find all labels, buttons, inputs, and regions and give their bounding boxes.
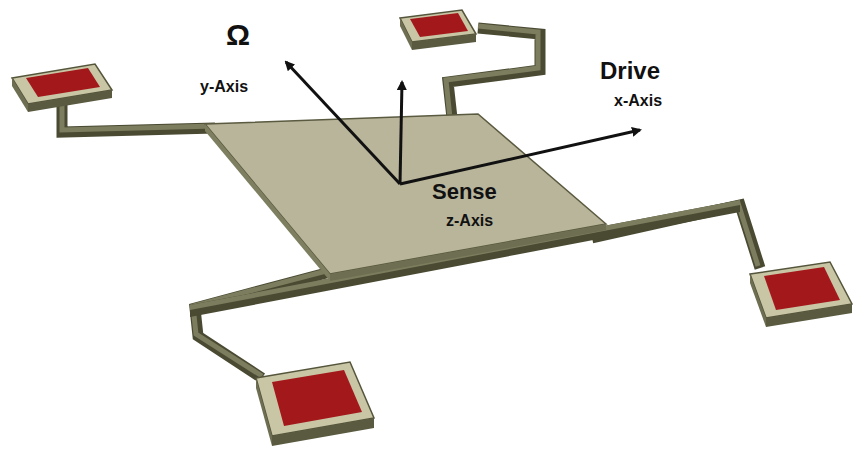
anchor-pads: [12, 10, 852, 446]
axis-role: Sense: [432, 180, 497, 204]
spring-beams: [62, 26, 760, 378]
rotation-symbol: Ω: [226, 18, 250, 51]
lower-beam: [190, 200, 740, 317]
axis-role: Drive: [600, 58, 660, 84]
axis-name: x-Axis: [614, 92, 662, 110]
axis-name: y-Axis: [200, 78, 248, 96]
proof-mass-plate: [205, 114, 606, 281]
axis-name: z-Axis: [446, 212, 493, 230]
axis-arrows: [286, 62, 640, 184]
